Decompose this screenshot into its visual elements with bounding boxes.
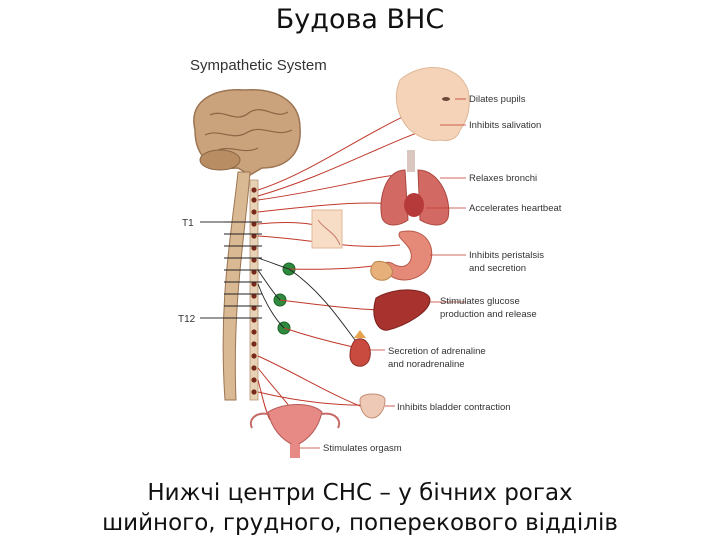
heart-shape: [404, 193, 424, 217]
label-accelerates-heartbeat: Accelerates heartbeat: [469, 203, 562, 214]
adrenal-kidney-illustration: [349, 330, 371, 367]
label-inhibits-peristalsis: Inhibits peristalsis: [469, 250, 544, 261]
label-t1: T1: [182, 218, 194, 229]
diagram-heading: Sympathetic System: [190, 57, 327, 74]
ganglia: [273, 262, 296, 335]
label-dilates-pupils: Dilates pupils: [469, 94, 526, 105]
label-relaxes-bronchi: Relaxes bronchi: [469, 173, 537, 184]
bladder-illustration: [359, 393, 386, 419]
spinal-nerve-dots: [251, 187, 257, 395]
label-stimulates-glucose: Stimulates glucose: [440, 296, 520, 307]
label-leaders: [300, 98, 466, 449]
label-secretion-adrenaline: Secretion of adrenaline: [388, 346, 486, 357]
label-inhibits-salivation: Inhibits salivation: [469, 120, 541, 131]
brain-illustration: [193, 89, 301, 176]
skin-illustration: [311, 209, 343, 249]
label-stimulates-orgasm: Stimulates orgasm: [323, 443, 402, 454]
spinal-column: [222, 171, 259, 401]
lungs-illustration: [380, 150, 450, 226]
label-t12: T12: [178, 314, 196, 325]
slide-title: Будова ВНС: [275, 4, 445, 35]
reproductive-organs-illustration: [249, 404, 341, 458]
label-production-and-release: production and release: [440, 309, 537, 320]
liver-illustration: [373, 289, 431, 331]
slide-caption: Нижчі центри СНС – у бічних рогах шийног…: [0, 478, 720, 538]
label-and-secretion: and secretion: [469, 263, 526, 274]
sympathetic-system-diagram: Sympathetic System T1 T12: [178, 57, 562, 458]
face-illustration: [395, 67, 470, 141]
stomach-illustration: [370, 230, 433, 281]
caption-line-1: Нижчі центри СНС – у бічних рогах: [147, 480, 573, 506]
caption-line-2: шийного, грудного, поперекового відділів: [102, 510, 618, 536]
label-inhibits-bladder: Inhibits bladder contraction: [397, 402, 511, 413]
preganglionic-fibers: [257, 257, 356, 341]
label-and-noradrenaline: and noradrenaline: [388, 359, 465, 370]
sympathetic-chain: [224, 221, 262, 319]
